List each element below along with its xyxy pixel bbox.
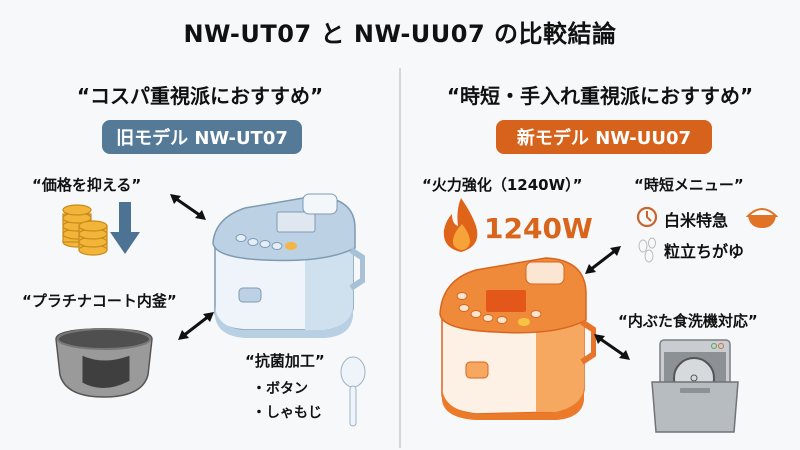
wattage-value: 1240W <box>484 212 593 245</box>
double-arrow-icon <box>178 312 214 340</box>
rice-bowl-icon <box>746 208 778 228</box>
coins-icon <box>62 204 108 256</box>
rice-cooker-old-illustration <box>212 193 365 338</box>
flame-icon <box>443 198 478 252</box>
left-heading: “コスパ重視派におすすめ” <box>76 84 324 108</box>
clock-icon <box>636 206 658 228</box>
inner-pot-icon <box>55 328 153 398</box>
menu-item-white-rice: 白米特急 <box>664 211 729 230</box>
old-model-badge: 旧モデル NW-UT07 <box>102 120 302 154</box>
right-heading: “時短・手入れ重視派におすすめ” <box>446 84 754 108</box>
double-arrow-icon <box>170 194 206 220</box>
rice-grains-icon <box>638 237 656 263</box>
dishwasher-label: “内ぶた食洗機対応” <box>618 312 758 330</box>
platinum-pot-label: “プラチナコート内釜” <box>22 292 177 310</box>
antibacterial-item: ・しゃもじ <box>252 405 322 421</box>
rice-paddle-icon <box>340 356 366 427</box>
double-arrow-icon <box>585 246 621 274</box>
antibacterial-label: “抗菌加工” <box>245 352 325 370</box>
dishwasher-icon <box>651 339 739 433</box>
price-label: “価格を抑える” <box>32 176 142 194</box>
power-label: “火力強化（1240W）” <box>422 176 583 194</box>
menu-item-porridge: 粒立ちがゆ <box>664 242 745 261</box>
antibacterial-item: ・ボタン <box>252 381 308 397</box>
quick-menu-label: “時短メニュー” <box>634 176 744 194</box>
center-divider <box>399 68 401 448</box>
new-model-badge: 新モデル NW-UU07 <box>496 120 712 154</box>
rice-cooker-new-illustration <box>439 257 596 420</box>
page-title: NW-UT07 と NW-UU07 の比較結論 <box>183 20 617 48</box>
down-arrow-icon <box>110 202 140 254</box>
double-arrow-icon <box>594 334 630 360</box>
